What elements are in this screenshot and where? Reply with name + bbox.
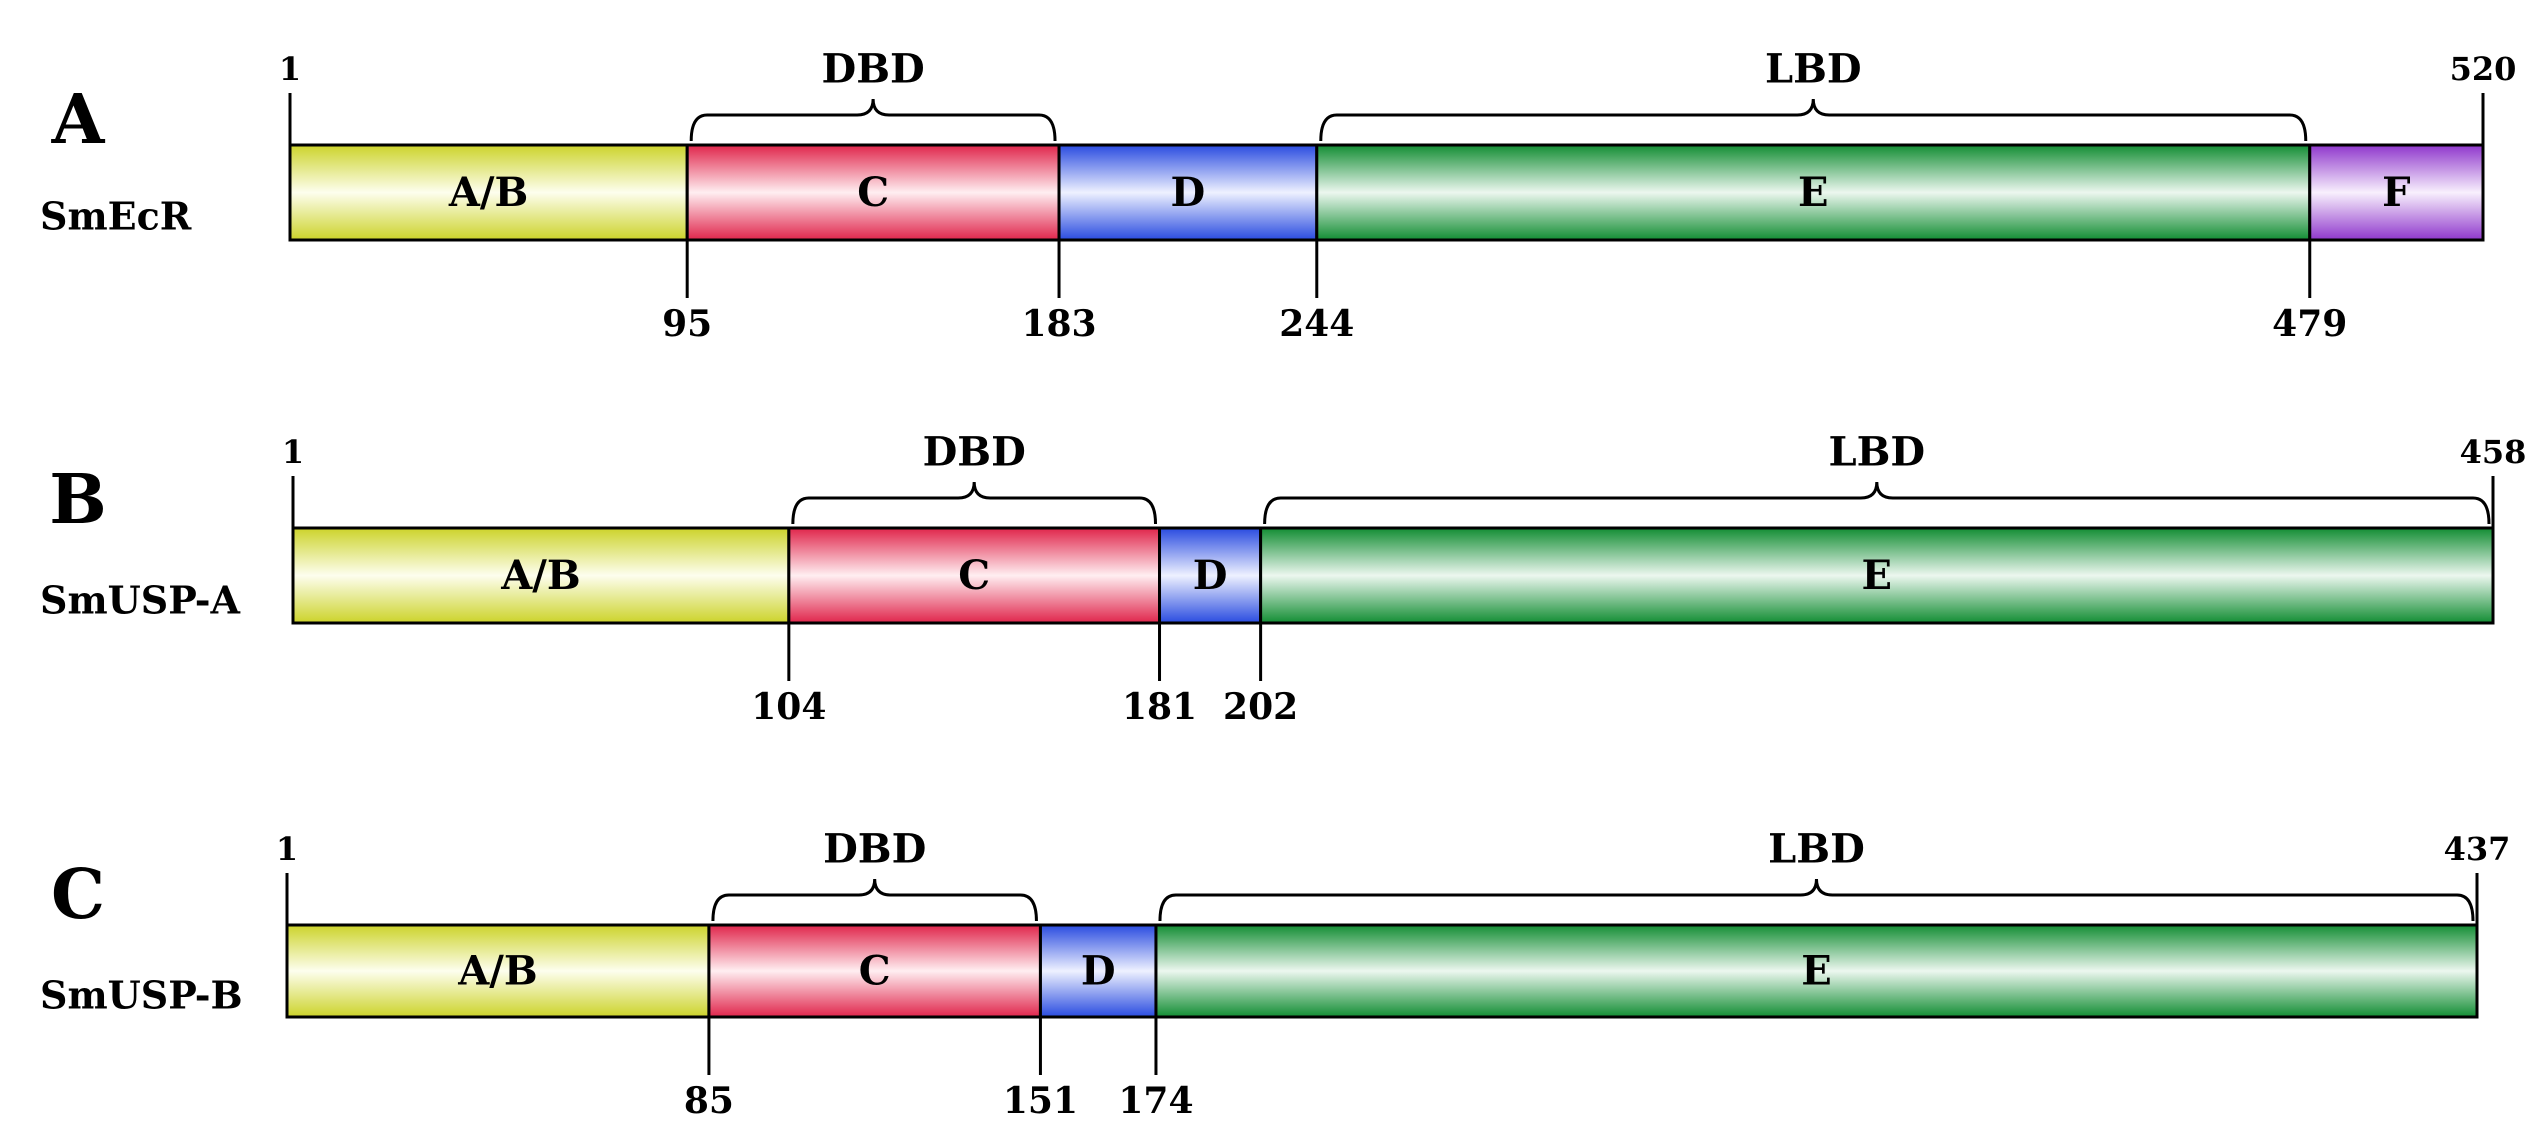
panel-letter: B [49,460,106,540]
domain-label: E [1801,948,1832,995]
start-position: 1 [279,50,301,88]
bracket-lbd [1319,98,2308,142]
boundary-position: 202 [1223,686,1298,728]
bracket-label-lbd: LBD [1768,826,1865,873]
domain-c [707,923,1042,1019]
bracket-label-lbd: LBD [1828,429,1925,476]
domain-label: C [857,169,889,216]
bracket-label-lbd: LBD [1765,46,1862,93]
domain-label: F [2382,169,2410,216]
domain-label: C [859,948,891,995]
domain-e [1259,526,2495,625]
bracket-lbd [1158,878,2475,922]
start-position: 1 [282,433,304,471]
domain-ab [285,923,711,1019]
domain-label: D [1171,169,1206,216]
panel-letter: A [51,80,106,160]
domain-label: A/B [448,169,528,216]
domain-label: A/B [500,552,580,599]
domain-e [1154,923,2479,1019]
boundary-position: 479 [2272,303,2347,345]
domain-label: E [1862,552,1893,599]
protein-name-smecr: SmEcR [40,194,192,239]
domain-d [1038,923,1158,1019]
bracket-dbd [711,878,1038,922]
domain-d [1057,143,1319,242]
bracket-label-dbd: DBD [923,429,1026,476]
domain-f [2308,143,2485,242]
domain-label: C [958,552,990,599]
boundary-position: 183 [1021,303,1096,345]
boundary-position: 244 [1279,303,1354,345]
domain-label: D [1081,948,1116,995]
bracket-dbd [689,98,1057,142]
domain-c [685,143,1061,242]
end-position: 458 [2460,433,2527,471]
bracket-label-dbd: DBD [822,46,925,93]
start-position: 1 [276,830,298,868]
end-position: 437 [2444,830,2511,868]
panel-letter: C [51,855,105,935]
domain-ab [291,526,791,625]
domain-label: A/B [457,948,537,995]
domain-label: E [1798,169,1829,216]
boundary-position: 95 [662,303,712,345]
boundary-position: 174 [1118,1080,1193,1122]
bracket-label-dbd: DBD [823,826,926,873]
protein-name-smusp-b: SmUSP-B [40,973,243,1018]
domain-c [787,526,1162,625]
bracket-dbd [791,481,1158,525]
bracket-lbd [1263,481,2491,525]
boundary-position: 85 [684,1080,734,1122]
end-position: 520 [2450,50,2517,88]
domain-ab [288,143,689,242]
boundary-position: 181 [1122,686,1197,728]
domain-d [1158,526,1263,625]
boundary-position: 104 [751,686,826,728]
protein-name-smusp-a: SmUSP-A [40,578,240,623]
domain-label: D [1193,552,1228,599]
boundary-position: 151 [1003,1080,1078,1122]
